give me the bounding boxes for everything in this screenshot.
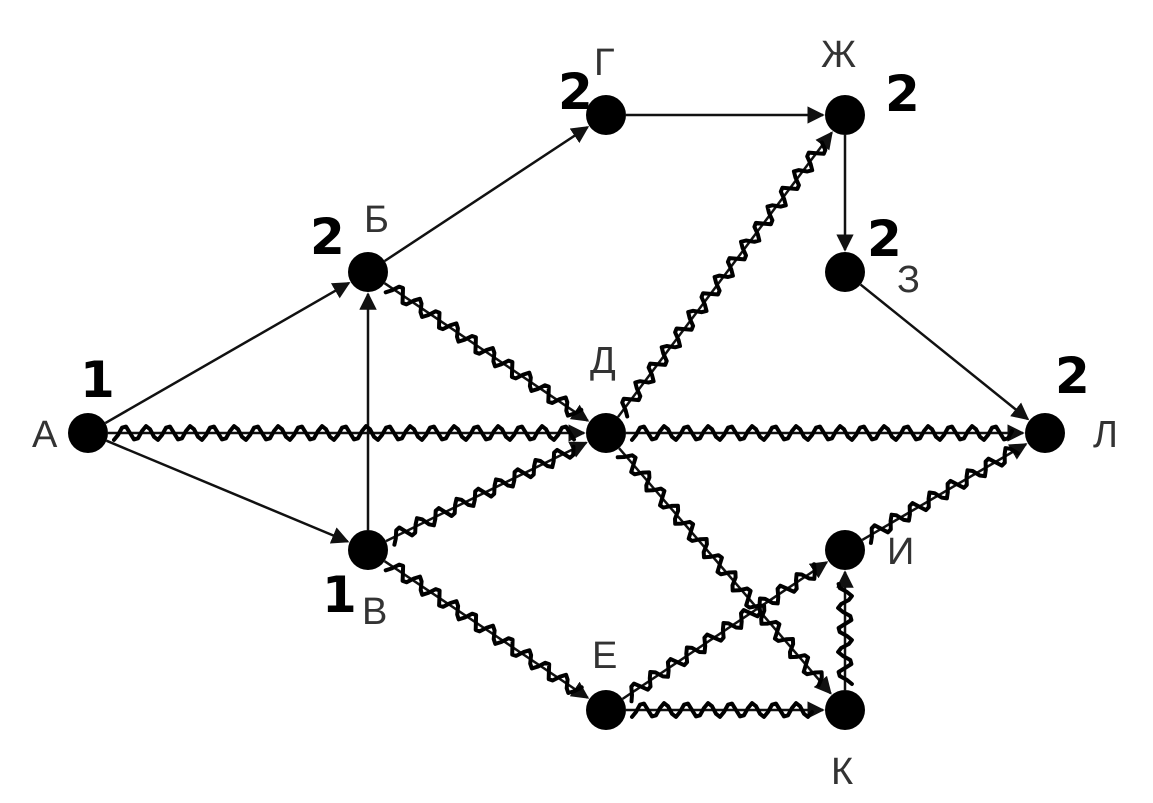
wavy-mark-I-L xyxy=(868,446,1020,545)
node-K xyxy=(825,690,865,730)
wavy-mark-E-K xyxy=(630,701,814,719)
count-label-B: 2 xyxy=(310,208,345,266)
node-E xyxy=(586,690,626,730)
wavy-mark-A-D xyxy=(112,424,576,442)
node-L xyxy=(1025,413,1065,453)
wavy-mark-D-L xyxy=(630,424,1014,442)
count-label-G: 2 xyxy=(558,63,593,121)
node-label-Z: З xyxy=(897,259,920,301)
edge-Z-L xyxy=(859,283,1030,421)
node-label-K: К xyxy=(831,751,853,793)
node-B xyxy=(348,252,388,292)
node-I xyxy=(825,530,865,570)
count-label-A: 1 xyxy=(80,351,115,409)
node-label-L: Л xyxy=(1093,414,1118,456)
wavy-mark-K-I xyxy=(836,582,854,686)
edge-B-G xyxy=(384,126,590,263)
node-label-B: Б xyxy=(364,199,389,241)
node-D xyxy=(586,413,626,453)
wavy-mark-V-E xyxy=(383,562,584,695)
wavy-mark-D-Zh xyxy=(620,140,828,419)
count-label-L: 2 xyxy=(1055,347,1090,405)
count-label-Z: 2 xyxy=(867,210,902,268)
node-label-G: Г xyxy=(594,42,615,84)
node-label-A: А xyxy=(32,414,58,456)
node-label-I: И xyxy=(887,531,914,573)
node-A xyxy=(68,413,108,453)
wavy-mark-E-I xyxy=(629,562,817,704)
node-label-V: В xyxy=(362,591,387,633)
count-label-V: 1 xyxy=(322,566,357,624)
node-G xyxy=(586,95,626,135)
count-label-Zh: 2 xyxy=(885,65,920,123)
node-V xyxy=(348,530,388,570)
edge-A-V xyxy=(105,439,350,544)
wavy-marks-layer xyxy=(112,140,1020,719)
wavy-mark-B-D xyxy=(383,284,584,418)
node-Z xyxy=(825,252,865,292)
wavy-mark-V-D xyxy=(392,444,576,547)
node-Zh xyxy=(825,95,865,135)
edge-A-B xyxy=(104,281,351,425)
node-label-Zh: Ж xyxy=(821,34,856,76)
nodes-layer xyxy=(68,95,1065,730)
node-label-E: Е xyxy=(592,635,617,677)
edge-I-L xyxy=(861,443,1028,541)
wavy-mark-D-K xyxy=(615,453,824,688)
node-label-D: Д xyxy=(590,340,616,382)
